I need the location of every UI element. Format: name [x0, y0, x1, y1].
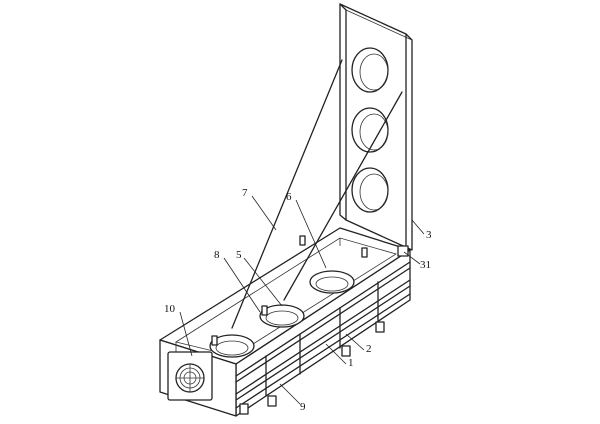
label-frame: 2 — [366, 343, 372, 355]
label-box: 1 — [348, 357, 354, 369]
label-end-plate: 10 — [164, 303, 176, 315]
label-support-rod: 7 — [242, 187, 248, 199]
rim-pegs — [211, 235, 368, 346]
label-holder: 6 — [286, 191, 292, 203]
ring-holder-1 — [209, 334, 255, 358]
lid-hinge — [397, 245, 409, 257]
ring-holder-2 — [259, 304, 305, 328]
label-ring: 5 — [236, 249, 242, 261]
fasteners — [239, 321, 385, 415]
label-lid-hinge: 31 — [420, 259, 431, 271]
frame-rails — [235, 261, 411, 409]
ring-holder-3 — [309, 270, 355, 294]
lid-hole — [351, 47, 389, 93]
end-plate — [167, 351, 213, 401]
lid-hole — [351, 167, 389, 213]
lid-hole — [351, 107, 389, 153]
support-rods — [231, 59, 403, 329]
lid — [339, 3, 413, 251]
part-labels: 7 6 8 5 10 3 31 2 1 9 — [164, 187, 432, 413]
label-fastener: 9 — [300, 401, 306, 413]
label-lid: 3 — [426, 229, 432, 241]
label-clip: 8 — [214, 249, 220, 261]
